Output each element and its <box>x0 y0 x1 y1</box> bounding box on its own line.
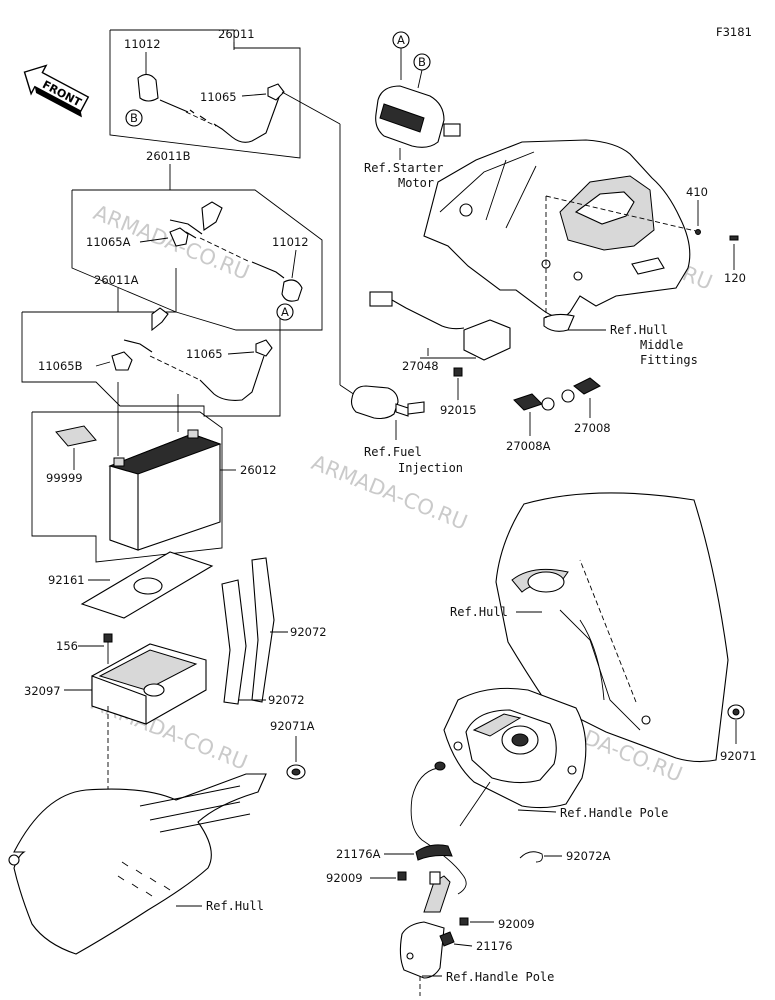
hull-panel-left <box>13 773 267 955</box>
key-27008A <box>513 393 543 411</box>
callout-a-circle-mid <box>276 303 294 321</box>
clamp-21176A <box>415 844 453 861</box>
strap-92072-left <box>221 579 247 705</box>
straps-group: 92072 92072 <box>221 557 327 707</box>
terminal-cap-11065A <box>169 227 189 247</box>
ref-fuel-injection-2: Injection <box>398 461 463 475</box>
hull-right-panel <box>495 492 729 763</box>
label-11065B: 11065B <box>38 359 83 373</box>
group-26011B: 26011B 11065A 11012 A <box>71 149 323 331</box>
screw-92009-a <box>397 871 407 881</box>
callout-b-top-right: B <box>418 55 426 69</box>
clip-92072A <box>519 851 543 863</box>
label-26012: 26012 <box>240 463 277 477</box>
battery-cable-26011B <box>169 201 223 239</box>
fuel-injection-ecu <box>350 385 399 420</box>
label-27008A: 27008A <box>506 439 551 453</box>
label-11012-mid: 11012 <box>272 235 309 249</box>
fuel-injection-module: Ref.Fuel Injection <box>350 385 463 475</box>
label-156: 156 <box>56 639 78 653</box>
ref-starter-motor-2: Motor <box>398 176 434 190</box>
label-120: 120 <box>724 271 746 285</box>
label-92071: 92071 <box>720 749 757 763</box>
relay-27048 <box>463 319 511 361</box>
ref-hull-bottom: Ref.Hull <box>206 899 264 913</box>
ref-hull-middle-1: Ref.Hull <box>610 323 668 337</box>
part-410 <box>695 229 701 235</box>
ref-hull-right: Ref.Hull <box>450 605 508 619</box>
label-92161: 92161 <box>48 573 85 587</box>
terminal-cap-11065B <box>111 351 133 371</box>
label-92009-b: 92009 <box>498 917 535 931</box>
bolt-156 <box>103 633 113 643</box>
label-99999: 99999 <box>46 471 83 485</box>
ref-hull-middle-2: Middle <box>640 338 683 352</box>
label-92072A: 92072A <box>566 849 611 863</box>
callout-a-mid: A <box>281 305 289 319</box>
connector-27048 <box>369 291 393 307</box>
ref-handle-pole-1: Ref.Handle Pole <box>560 806 668 820</box>
hull-bottom-left: Ref.Hull 92071A <box>8 719 315 955</box>
hull-right: Ref.Hull 92071 <box>450 492 757 763</box>
battery-tray-group: 92161 156 32097 <box>24 551 214 896</box>
callout-b-top: B <box>130 111 138 125</box>
handle-pole-lower: 92009 21176 Ref.Handle Pole <box>399 871 554 996</box>
sensor-21176 <box>423 875 451 913</box>
label-11065A: 11065A <box>86 235 131 249</box>
label-11065-mid: 11065 <box>186 347 223 361</box>
callout-a-top: A <box>397 33 405 47</box>
ref-hull-middle-3: Fittings <box>640 353 698 367</box>
group-26011: 26011 11012 B 11065 <box>109 27 356 396</box>
handle-pole-bracket <box>399 921 445 979</box>
label-92009-a: 92009 <box>326 871 363 885</box>
terminal-cap-11065-top <box>267 83 285 101</box>
label-32097: 32097 <box>24 684 61 698</box>
label-92072-a: 92072 <box>290 625 327 639</box>
battery-cable-26011 <box>159 88 283 143</box>
wire-21176A <box>410 767 467 895</box>
bolt-120 <box>729 235 739 241</box>
battery-cable-26011A <box>123 307 169 353</box>
ref-handle-pole-2: Ref.Handle Pole <box>446 970 554 984</box>
keys-group: 27008A 27008 <box>506 377 611 453</box>
label-26011: 26011 <box>218 27 255 41</box>
harness-27048: 27048 92015 <box>369 291 511 417</box>
diagram-code: F3181 <box>716 25 752 39</box>
terminal-cap-11065-mid <box>255 339 273 357</box>
label-26011B: 26011B <box>146 149 191 163</box>
label-21176: 21176 <box>476 939 513 953</box>
label-sticker-99999 <box>55 425 97 447</box>
front-arrow-icon: FRONT <box>23 64 90 118</box>
handle-pole-plate: Ref.Handle Pole <box>443 687 668 820</box>
label-21176A: 21176A <box>336 847 381 861</box>
label-92071A: 92071A <box>270 719 315 733</box>
label-410: 410 <box>686 185 708 199</box>
terminal-boot-11012 <box>137 73 159 102</box>
label-27008: 27008 <box>574 421 611 435</box>
ref-fuel-injection-1: Ref.Fuel <box>364 445 422 459</box>
label-92015: 92015 <box>440 403 477 417</box>
starter-motor: A B Ref.Starter Motor <box>364 31 461 190</box>
strap-92072-right <box>251 557 275 703</box>
terminal-boot-11012-mid <box>281 279 303 302</box>
screw-92009-b <box>459 917 469 926</box>
sensor-harness: 21176A 92009 92072A <box>326 761 611 895</box>
handle-pole-lever <box>472 713 522 737</box>
label-27048: 27048 <box>402 359 439 373</box>
label-11065-top: 11065 <box>200 90 237 104</box>
label-92072-b: 92072 <box>268 693 305 707</box>
label-11012-top: 11012 <box>124 37 161 51</box>
hull-middle-fittings: 410 120 Ref.Hull Middle Fittings <box>423 139 746 367</box>
group-26011A: 26011A 11065B 11065 <box>21 268 281 417</box>
label-26011A: 26011A <box>94 273 139 287</box>
clip-92015 <box>453 367 463 377</box>
callout-b-circle <box>125 109 143 127</box>
key-27008 <box>573 377 601 395</box>
ref-starter-motor-1: Ref.Starter <box>364 161 443 175</box>
battery-group: 26012 99999 <box>31 382 277 563</box>
